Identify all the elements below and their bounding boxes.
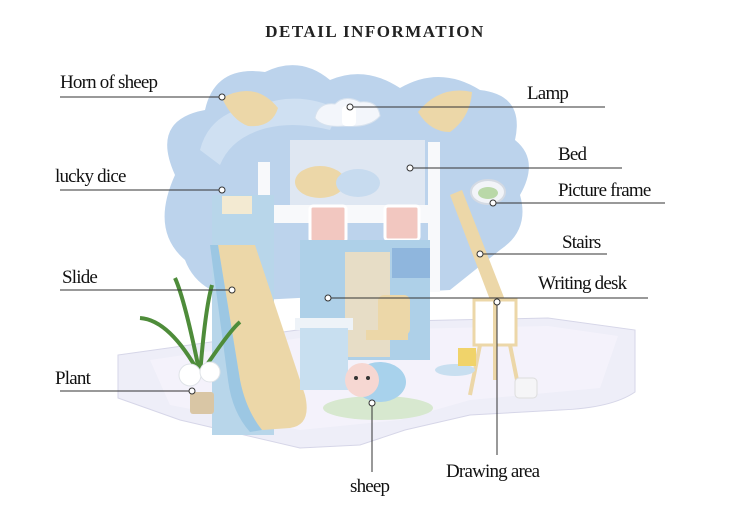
sheep-eye xyxy=(354,376,358,380)
picture-frame-art xyxy=(478,187,498,199)
slide xyxy=(218,245,307,430)
lamp-bulb xyxy=(342,106,356,126)
plant-pot xyxy=(190,392,214,414)
drawing-canvas xyxy=(458,348,476,366)
callout-dot-bed xyxy=(406,164,414,172)
stairs xyxy=(450,190,505,305)
label-slide: Slide xyxy=(62,267,98,288)
lucky-dice-box xyxy=(222,196,252,214)
label-lamp: Lamp xyxy=(527,83,569,104)
sheep-eye xyxy=(366,376,370,380)
callout-dot-plant xyxy=(188,387,196,395)
label-sheep: sheep xyxy=(350,476,390,497)
label-stairs: Stairs xyxy=(562,232,601,253)
label-bed: Bed xyxy=(558,144,587,165)
callout-dot-desk xyxy=(324,294,332,302)
bed-pillow-blue xyxy=(336,169,380,197)
sheep-horn-right xyxy=(418,90,472,132)
label-lucky-dice: lucky dice xyxy=(55,166,126,187)
desk-chair-seat xyxy=(366,330,408,340)
plant-flower xyxy=(178,363,202,387)
callout-dot-frame xyxy=(489,199,497,207)
desk-body xyxy=(300,328,348,390)
desk-chair-back xyxy=(378,295,410,335)
plant-flower xyxy=(199,361,221,383)
sheep-rug xyxy=(323,396,433,420)
pencil-cup xyxy=(514,377,538,399)
label-drawing-area: Drawing area xyxy=(446,461,540,482)
loft-post-right xyxy=(428,142,440,292)
desk-top xyxy=(295,318,353,330)
wall-shelf xyxy=(392,248,430,278)
label-picture-frame: Picture frame xyxy=(558,180,651,201)
slide-rail xyxy=(210,245,262,432)
plant-leaves xyxy=(139,277,242,377)
drawing-table xyxy=(435,364,475,376)
label-horn-of-sheep: Horn of sheep xyxy=(60,72,158,93)
sheep-head xyxy=(345,363,379,397)
sheep-horn-left xyxy=(222,90,278,127)
page-title: DETAIL INFORMATION xyxy=(265,22,485,41)
callout-dot-sheep xyxy=(368,399,376,407)
bed-window-left xyxy=(308,204,348,244)
callout-dot-horn xyxy=(218,93,226,101)
label-plant: Plant xyxy=(55,368,91,389)
bed-window-right xyxy=(383,204,421,242)
callout-dot-slide xyxy=(228,286,236,294)
label-writing-desk: Writing desk xyxy=(538,273,627,294)
callout-dot-stairs xyxy=(476,250,484,258)
bed-pillow xyxy=(295,166,345,198)
callout-dot-lamp xyxy=(346,103,354,111)
callout-dot-dice xyxy=(218,186,226,194)
callout-dot-drawing xyxy=(493,298,501,306)
